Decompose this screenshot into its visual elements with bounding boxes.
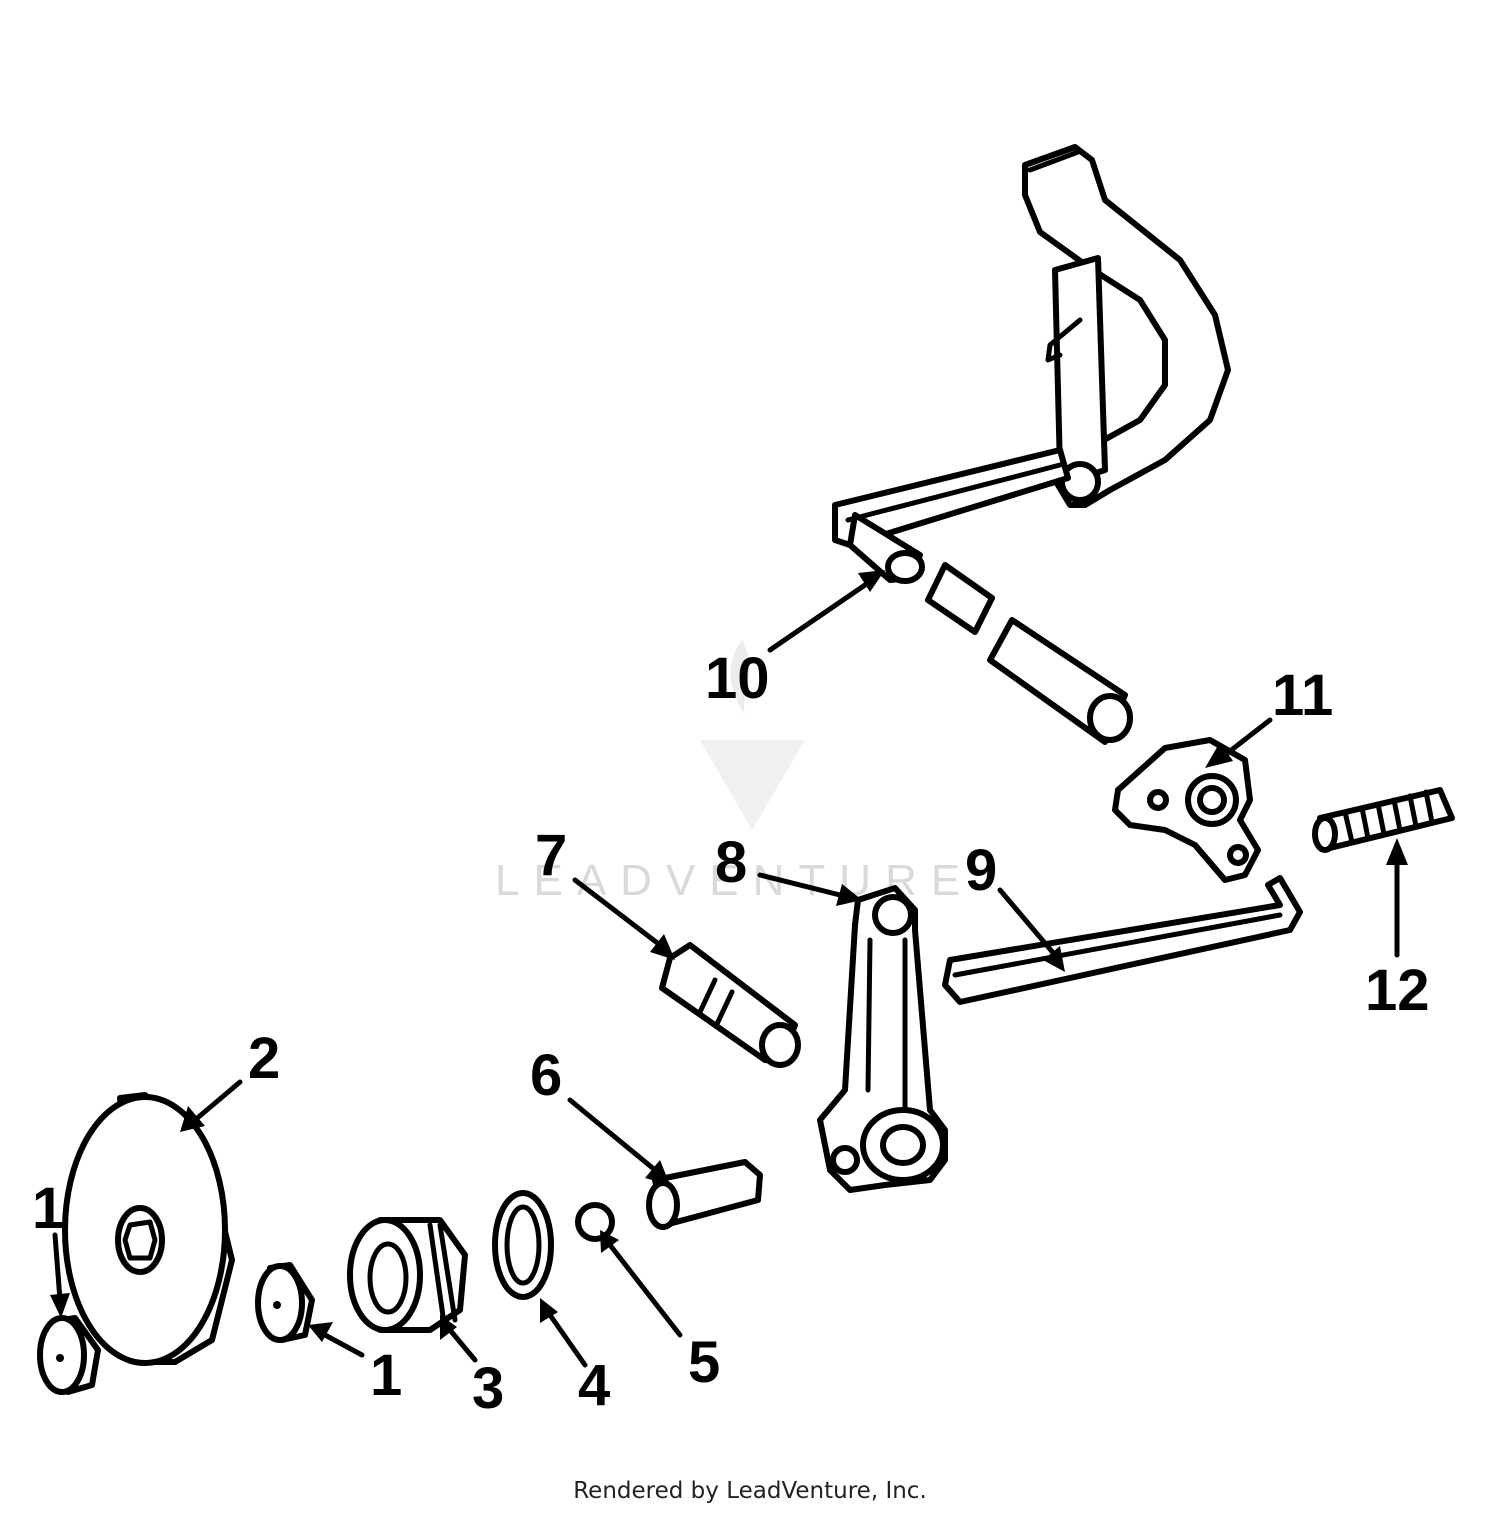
- callout-1-left: 1: [32, 1176, 64, 1241]
- callout-4: 4: [578, 1353, 610, 1418]
- callout-7: 7: [535, 823, 567, 888]
- callout-2: 2: [248, 1026, 280, 1091]
- callout-8: 8: [715, 830, 747, 895]
- part-1-washer-left: [37, 1315, 101, 1395]
- callout-11: 11: [1272, 663, 1333, 728]
- callout-9: 9: [965, 838, 997, 903]
- part-3-bushing: [347, 1217, 468, 1333]
- part-10-lever-arm: [832, 144, 1231, 745]
- part-4-ring: [492, 1190, 554, 1300]
- part-11-cam-bracket: [1112, 737, 1261, 883]
- part-12-spring: [1312, 787, 1455, 853]
- callout-1-middle: 1: [370, 1343, 402, 1408]
- part-1-washer-middle: [255, 1262, 315, 1343]
- callout-3: 3: [472, 1356, 504, 1421]
- callout-5: 5: [688, 1330, 720, 1395]
- part-6-pin: [646, 1159, 763, 1230]
- part-7-pin: [659, 942, 801, 1068]
- watermark-logo: [700, 640, 805, 830]
- callout-12: 12: [1365, 958, 1430, 1023]
- part-9-link-rod: [942, 875, 1303, 1005]
- part-8-arm: [817, 885, 948, 1193]
- rendered-by-credit: Rendered by LeadVenture, Inc.: [573, 1478, 927, 1504]
- callout-10: 10: [705, 646, 770, 711]
- leader-lines: [50, 570, 1408, 1368]
- part-2-pulley: [62, 1092, 235, 1366]
- part-5-ball: [575, 1202, 615, 1242]
- callout-6: 6: [530, 1043, 562, 1108]
- callout-numbers: 1 2 1 3 4 5 6 7 8 9 10 11 12: [32, 646, 1430, 1421]
